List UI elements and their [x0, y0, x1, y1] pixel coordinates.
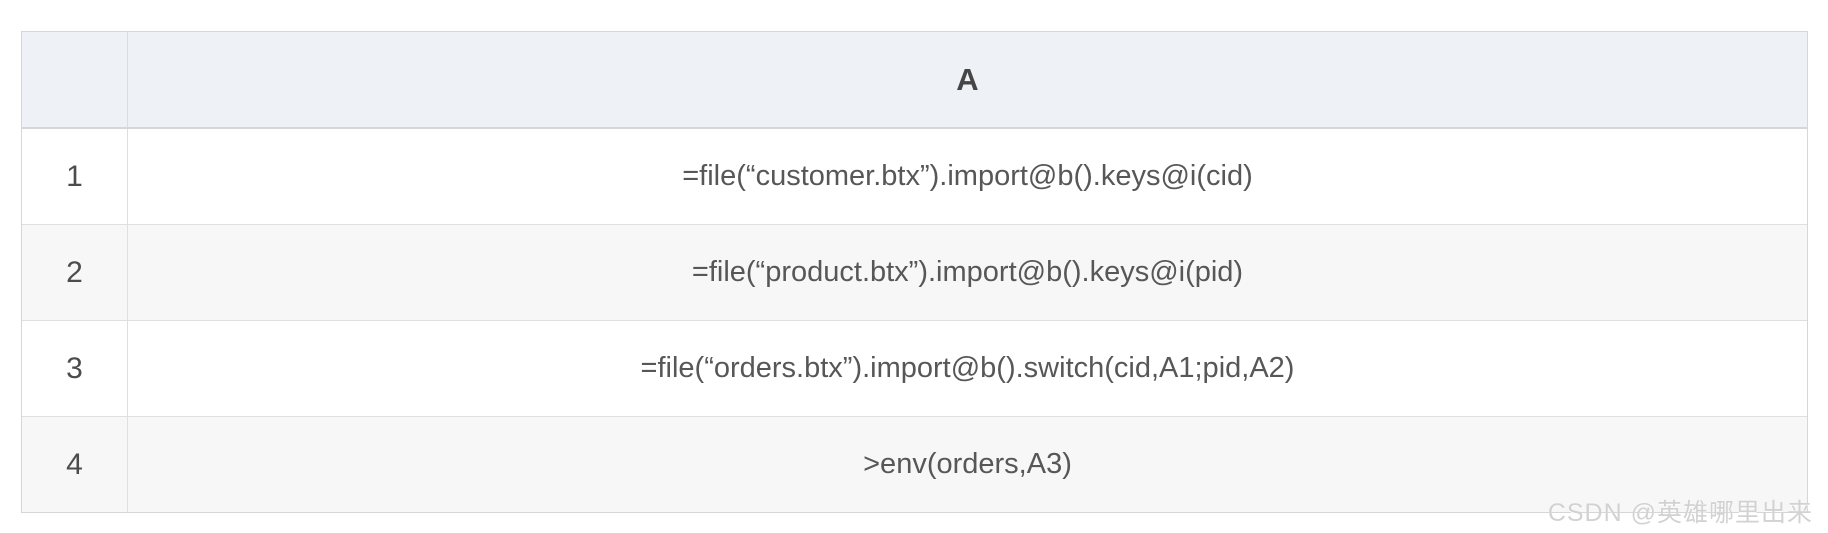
column-header-a[interactable]: A: [956, 61, 979, 97]
row-number-1[interactable]: 1: [22, 129, 128, 224]
table-row: 1 =file(“customer.btx”).import@b().keys@…: [22, 129, 1807, 224]
cell-a4[interactable]: >env(orders,A3): [863, 448, 1072, 480]
csdn-watermark: CSDN @英雄哪里出来: [1547, 499, 1813, 527]
cell-a3[interactable]: =file(“orders.btx”).import@b().switch(ci…: [640, 352, 1295, 384]
row-number-2[interactable]: 2: [22, 225, 128, 320]
row-number-4[interactable]: 4: [22, 417, 128, 512]
header-row: A: [22, 32, 1807, 129]
spreadsheet-grid: A 1 =file(“customer.btx”).import@b().key…: [21, 31, 1808, 513]
row-number-3[interactable]: 3: [22, 321, 128, 416]
table-row: 2 =file(“product.btx”).import@b().keys@i…: [22, 224, 1807, 320]
corner-cell[interactable]: [22, 32, 128, 127]
cell-a2[interactable]: =file(“product.btx”).import@b().keys@i(p…: [691, 256, 1244, 288]
table-row: 4 >env(orders,A3): [22, 416, 1807, 512]
table-row: 3 =file(“orders.btx”).import@b().switch(…: [22, 320, 1807, 416]
cell-a1[interactable]: =file(“customer.btx”).import@b().keys@i(…: [682, 160, 1253, 192]
